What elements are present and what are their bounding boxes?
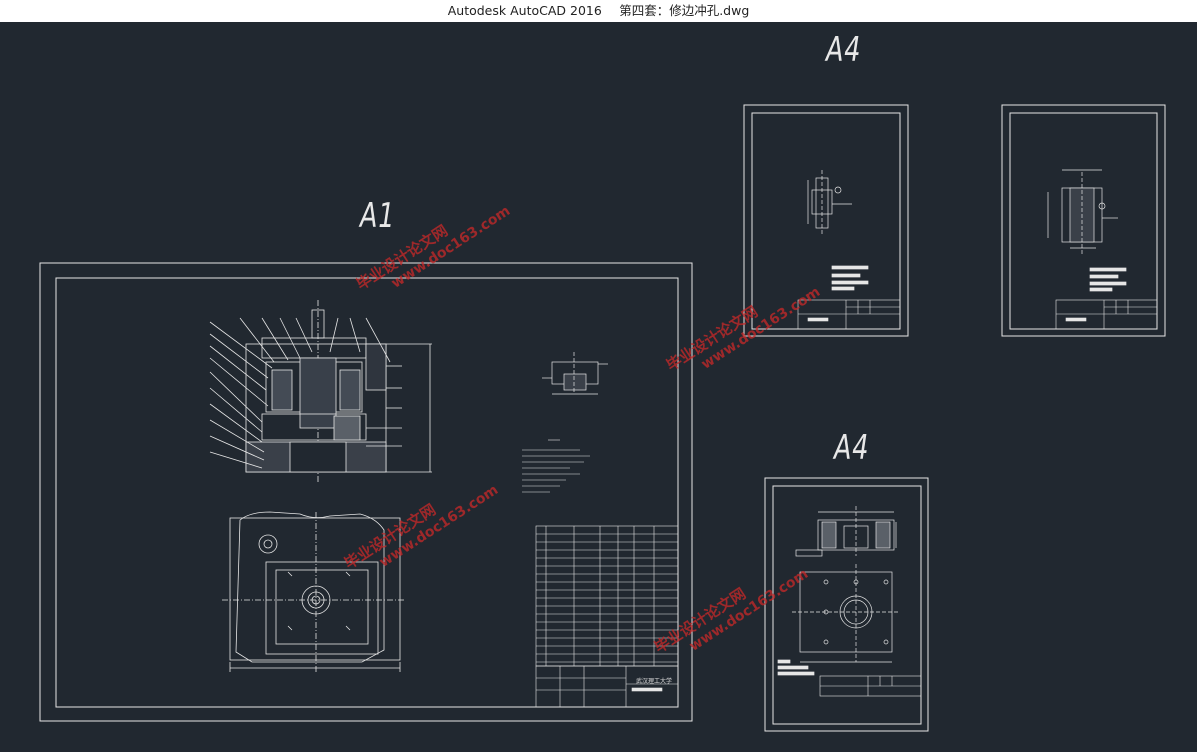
a4-sheet-1-title-block [797, 299, 901, 330]
technical-notes [522, 439, 590, 493]
a4-sheet-3-title-block [819, 675, 922, 697]
detail-view [542, 352, 608, 395]
a1-inner-frame [55, 277, 679, 708]
a4-sheet-3-part [777, 506, 900, 676]
a4-sheet-label-top: A4 [826, 30, 862, 70]
a4-sheet-label-bottom: A4 [834, 428, 870, 468]
a1-sheet-label: A1 [360, 196, 396, 236]
assembly-section-view [209, 300, 432, 482]
a4-sheet-2-border [1001, 104, 1166, 337]
a4-sheet-1-border [743, 104, 909, 337]
window-title-bar: Autodesk AutoCAD 2016 第四套：修边冲孔.dwg [0, 0, 1197, 22]
a4-sheet-3-border [764, 477, 929, 732]
app-name: Autodesk AutoCAD 2016 [447, 3, 602, 18]
a4-sheet-2-part [1047, 169, 1127, 292]
a1-sheet-border [39, 262, 693, 722]
title-block-school: 武汉理工大学 [636, 679, 673, 685]
file-name: 第四套：修边冲孔.dwg [619, 3, 750, 18]
a4-sheet-3-frame [772, 485, 922, 725]
parts-list-table [535, 525, 679, 708]
a4-sheet-1-part [807, 170, 869, 291]
cad-drawing [39, 104, 1166, 732]
a4-sheet-2-title-block [1055, 299, 1158, 330]
assembly-plan-view [222, 511, 406, 674]
